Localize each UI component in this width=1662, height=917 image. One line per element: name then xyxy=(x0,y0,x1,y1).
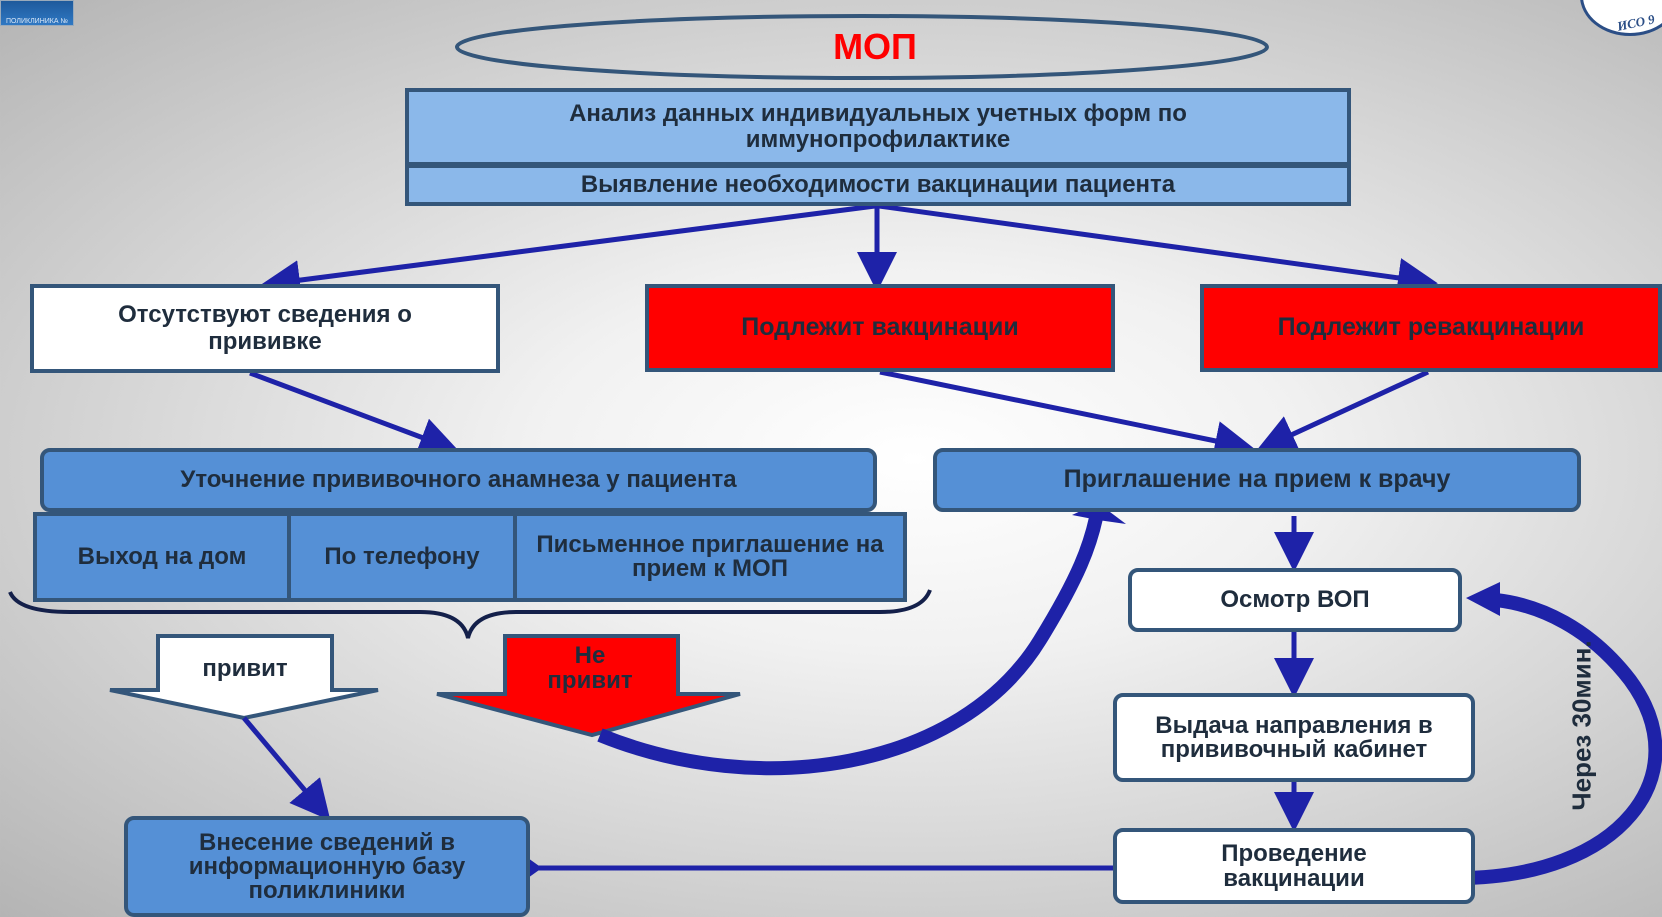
page-title: МОП xyxy=(833,26,917,67)
loop-arrow-head xyxy=(1466,582,1500,616)
vaccinate-box: Проведение вакцинации xyxy=(1113,828,1475,904)
option-letter-text: Письменное приглашение на прием к МОП xyxy=(536,531,884,582)
analysis-text: Анализ данных индивидуальных учетных фор… xyxy=(569,99,1187,153)
option-home-visit-text: Выход на дом xyxy=(77,542,247,570)
options-brace xyxy=(8,589,932,639)
option-home-visit: Выход на дом xyxy=(33,512,291,602)
referral-text: Выдача направления в прививочный кабинет xyxy=(1155,711,1433,763)
arrow-revaccination-to-invite xyxy=(1255,369,1430,453)
curved-arrow-head xyxy=(1072,503,1126,524)
clarify-text: Уточнение прививочного анамнеза у пациен… xyxy=(180,465,737,493)
need-identification-text: Выявление необходимости вакцинации пацие… xyxy=(580,170,1176,198)
revaccination-box: Подлежит ревакцинации xyxy=(1200,284,1662,372)
vaccinate-text: Проведение вакцинации xyxy=(1221,839,1367,892)
need-identification-box: Выявление необходимости вакцинации пацие… xyxy=(405,164,1351,206)
curved-arrow-return-to-invite xyxy=(597,516,1103,776)
vaccinated-arrow xyxy=(109,634,379,721)
database-box: Внесение сведений в информационную базу … xyxy=(124,816,530,917)
arrow-vaccination-to-invite xyxy=(879,369,1255,461)
no-info-box: Отсутствуют сведения о прививке xyxy=(30,284,500,373)
no-info-text: Отсутствуют сведения о прививке xyxy=(118,301,412,355)
not-vaccinated-label: Не привит xyxy=(547,642,633,695)
vaccination-text: Подлежит вакцинации xyxy=(741,313,1019,342)
arrow-vaccinated-to-database xyxy=(242,716,331,821)
loop-label: Через 30мин. xyxy=(1566,640,1597,811)
referral-box: Выдача направления в прививочный кабинет xyxy=(1113,693,1475,782)
arrow-no-info-to-clarify xyxy=(249,370,460,457)
vaccination-box: Подлежит вакцинации xyxy=(645,284,1115,372)
option-phone-text: По телефону xyxy=(324,542,480,570)
title-ellipse xyxy=(455,14,1269,80)
clarify-box: Уточнение прививочного анамнеза у пациен… xyxy=(40,448,877,512)
clinic-logo-text: ПОЛИКЛИНИКА № xyxy=(5,18,68,25)
database-text: Внесение сведений в информационную базу … xyxy=(188,828,466,904)
invite-box: Приглашение на прием к врачу xyxy=(933,448,1581,512)
arrow-to-no-info xyxy=(260,203,876,300)
not-vaccinated-arrow xyxy=(436,634,741,738)
option-letter: Письменное приглашение на прием к МОП xyxy=(513,512,907,602)
clinic-logo: ПОЛИКЛИНИКА № xyxy=(0,0,74,26)
revaccination-text: Подлежит ревакцинации xyxy=(1277,313,1585,342)
exam-box: Осмотр ВОП xyxy=(1128,568,1462,632)
arrow-to-revaccination xyxy=(878,203,1438,298)
analysis-box: Анализ данных индивидуальных учетных фор… xyxy=(405,88,1351,166)
vaccinated-label: привит xyxy=(202,655,288,682)
option-phone: По телефону xyxy=(287,512,517,602)
invite-text: Приглашение на прием к врачу xyxy=(1063,465,1451,494)
exam-text: Осмотр ВОП xyxy=(1220,585,1370,613)
loop-arrow-30min xyxy=(1457,593,1662,885)
